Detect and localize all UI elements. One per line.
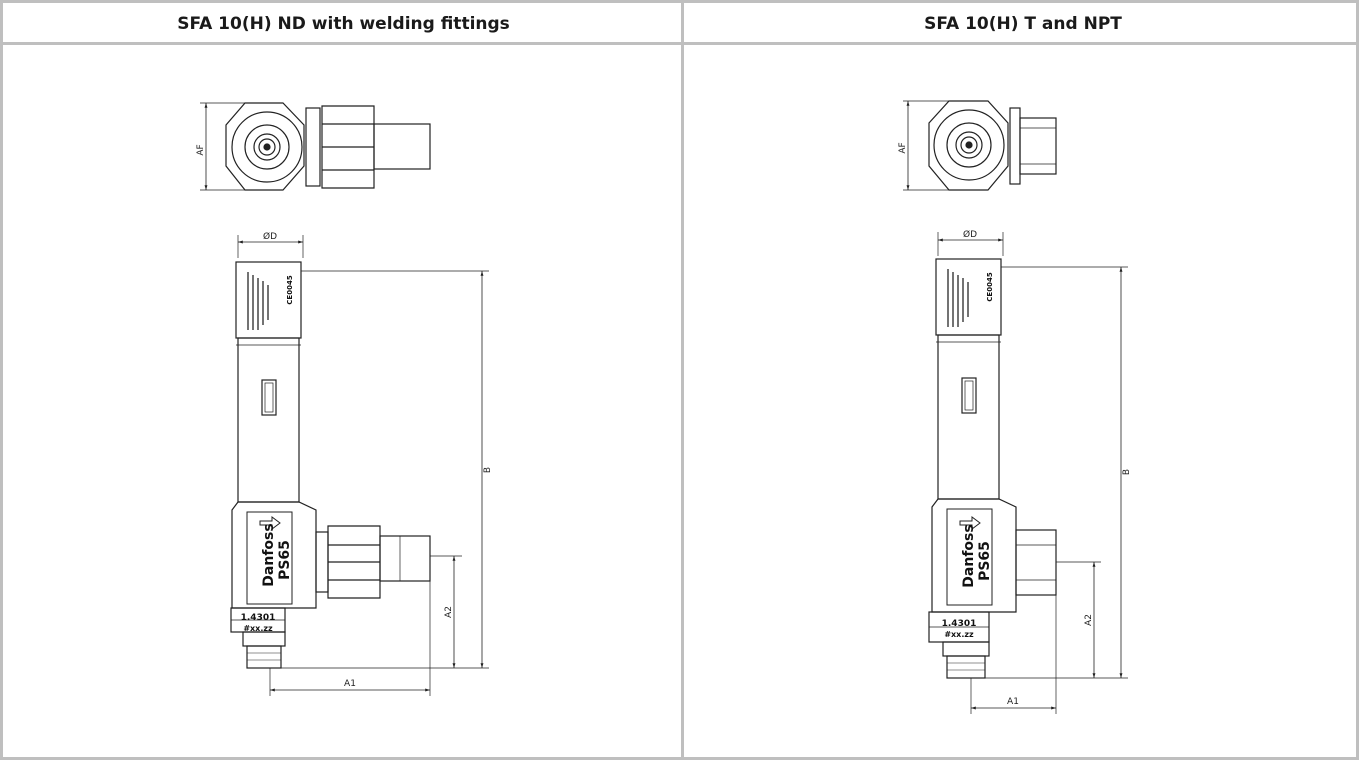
a1-label-left: A1 bbox=[344, 679, 356, 689]
header-divider bbox=[0, 42, 1359, 45]
model-label-left: PS65 bbox=[277, 540, 293, 580]
a2-label-left: A2 bbox=[444, 606, 454, 618]
a2-label-right: A2 bbox=[1084, 614, 1094, 626]
flow-arrow-icon bbox=[259, 516, 281, 530]
b-label-right: B bbox=[1122, 469, 1132, 475]
material-label-left: 1.4301 bbox=[241, 613, 276, 623]
brand-label-left: Danfoss bbox=[261, 523, 277, 586]
left-top-view bbox=[200, 102, 431, 191]
model-label-right: PS65 bbox=[977, 541, 993, 581]
material-label-right: 1.4301 bbox=[942, 619, 977, 629]
od-label-left: ØD bbox=[263, 231, 277, 242]
column-divider bbox=[681, 0, 684, 760]
left-side-view bbox=[230, 235, 489, 696]
af-label-left: AF bbox=[196, 144, 206, 155]
right-top-view bbox=[903, 100, 1057, 191]
af-label-right: AF bbox=[898, 142, 908, 153]
a1-label-right: A1 bbox=[1007, 697, 1019, 707]
brand-label-right: Danfoss bbox=[961, 524, 977, 587]
ce-mark-left: CE0045 bbox=[286, 275, 294, 305]
b-label-left: B bbox=[483, 467, 493, 473]
nameplate-text-lines bbox=[947, 269, 969, 327]
right-side-view bbox=[928, 232, 1128, 714]
header-right: SFA 10(H) T and NPT bbox=[924, 14, 1122, 34]
header-left: SFA 10(H) ND with welding fittings bbox=[177, 14, 510, 34]
flow-arrow-icon bbox=[959, 516, 981, 530]
ce-mark-right: CE0045 bbox=[986, 272, 994, 302]
nameplate-text-lines bbox=[247, 272, 269, 330]
code-label-left: #xx.zz bbox=[243, 624, 273, 633]
code-label-right: #xx.zz bbox=[944, 630, 974, 639]
od-label-right: ØD bbox=[963, 229, 977, 240]
